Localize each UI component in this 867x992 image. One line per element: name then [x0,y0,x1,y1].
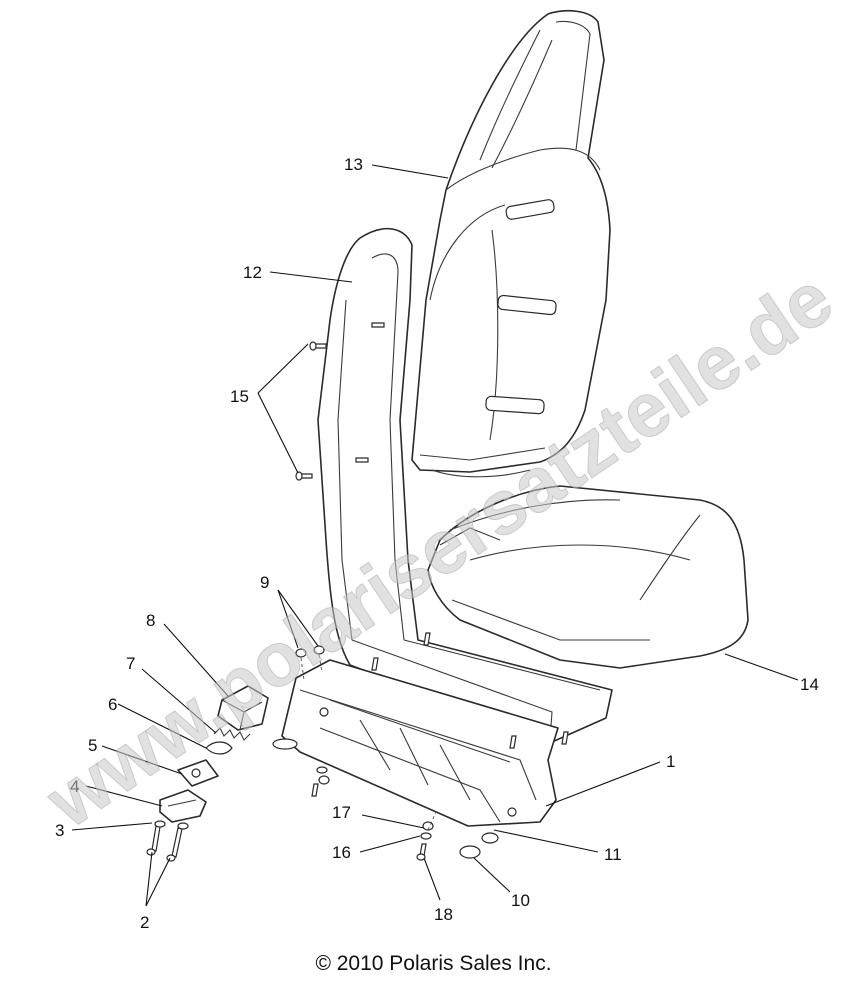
washer-icon [316,766,432,840]
callout-9: 9 [260,573,269,592]
seat-base-frame-icon [272,659,559,827]
latch-block-icon [217,685,269,731]
callout-14: 14 [800,675,819,694]
callout-16: 16 [332,843,351,862]
callout-1: 1 [666,752,675,771]
callout-3: 3 [55,821,64,840]
alignment-lines [300,654,437,831]
plate-icon [177,759,219,787]
callout-labels: 13 12 15 9 8 7 6 5 4 3 2 1 11 10 17 16 1… [55,155,819,932]
callout-11: 11 [604,845,622,864]
callout-12: 12 [243,263,262,282]
screw-icon [311,632,569,861]
spring-clip-icon [205,741,233,755]
callout-7: 7 [126,654,135,673]
callout-15: 15 [230,387,249,406]
callout-4: 4 [70,777,79,796]
callout-8: 8 [146,611,155,630]
seat-frame-trim-icon [317,227,613,743]
bolt-icon [146,825,183,862]
nut-icon [295,645,325,658]
copyright-notice: © 2010 Polaris Sales Inc. [315,952,552,975]
callout-10: 10 [511,891,530,910]
leader-lines [71,164,799,907]
screw-icon [295,322,385,481]
callout-6: 6 [108,695,117,714]
latch-plate-icon [159,789,207,823]
seat-cushion-icon [427,485,749,669]
callout-17: 17 [332,803,351,822]
callout-13: 13 [344,155,363,174]
bracket-tab-icon [481,832,499,844]
callout-5: 5 [88,736,97,755]
washer-icon [154,820,189,830]
callout-18: 18 [434,905,453,924]
cap-icon [459,845,481,859]
callout-2: 2 [140,913,149,932]
seat-back-icon [411,9,611,478]
spring-icon [213,727,251,741]
